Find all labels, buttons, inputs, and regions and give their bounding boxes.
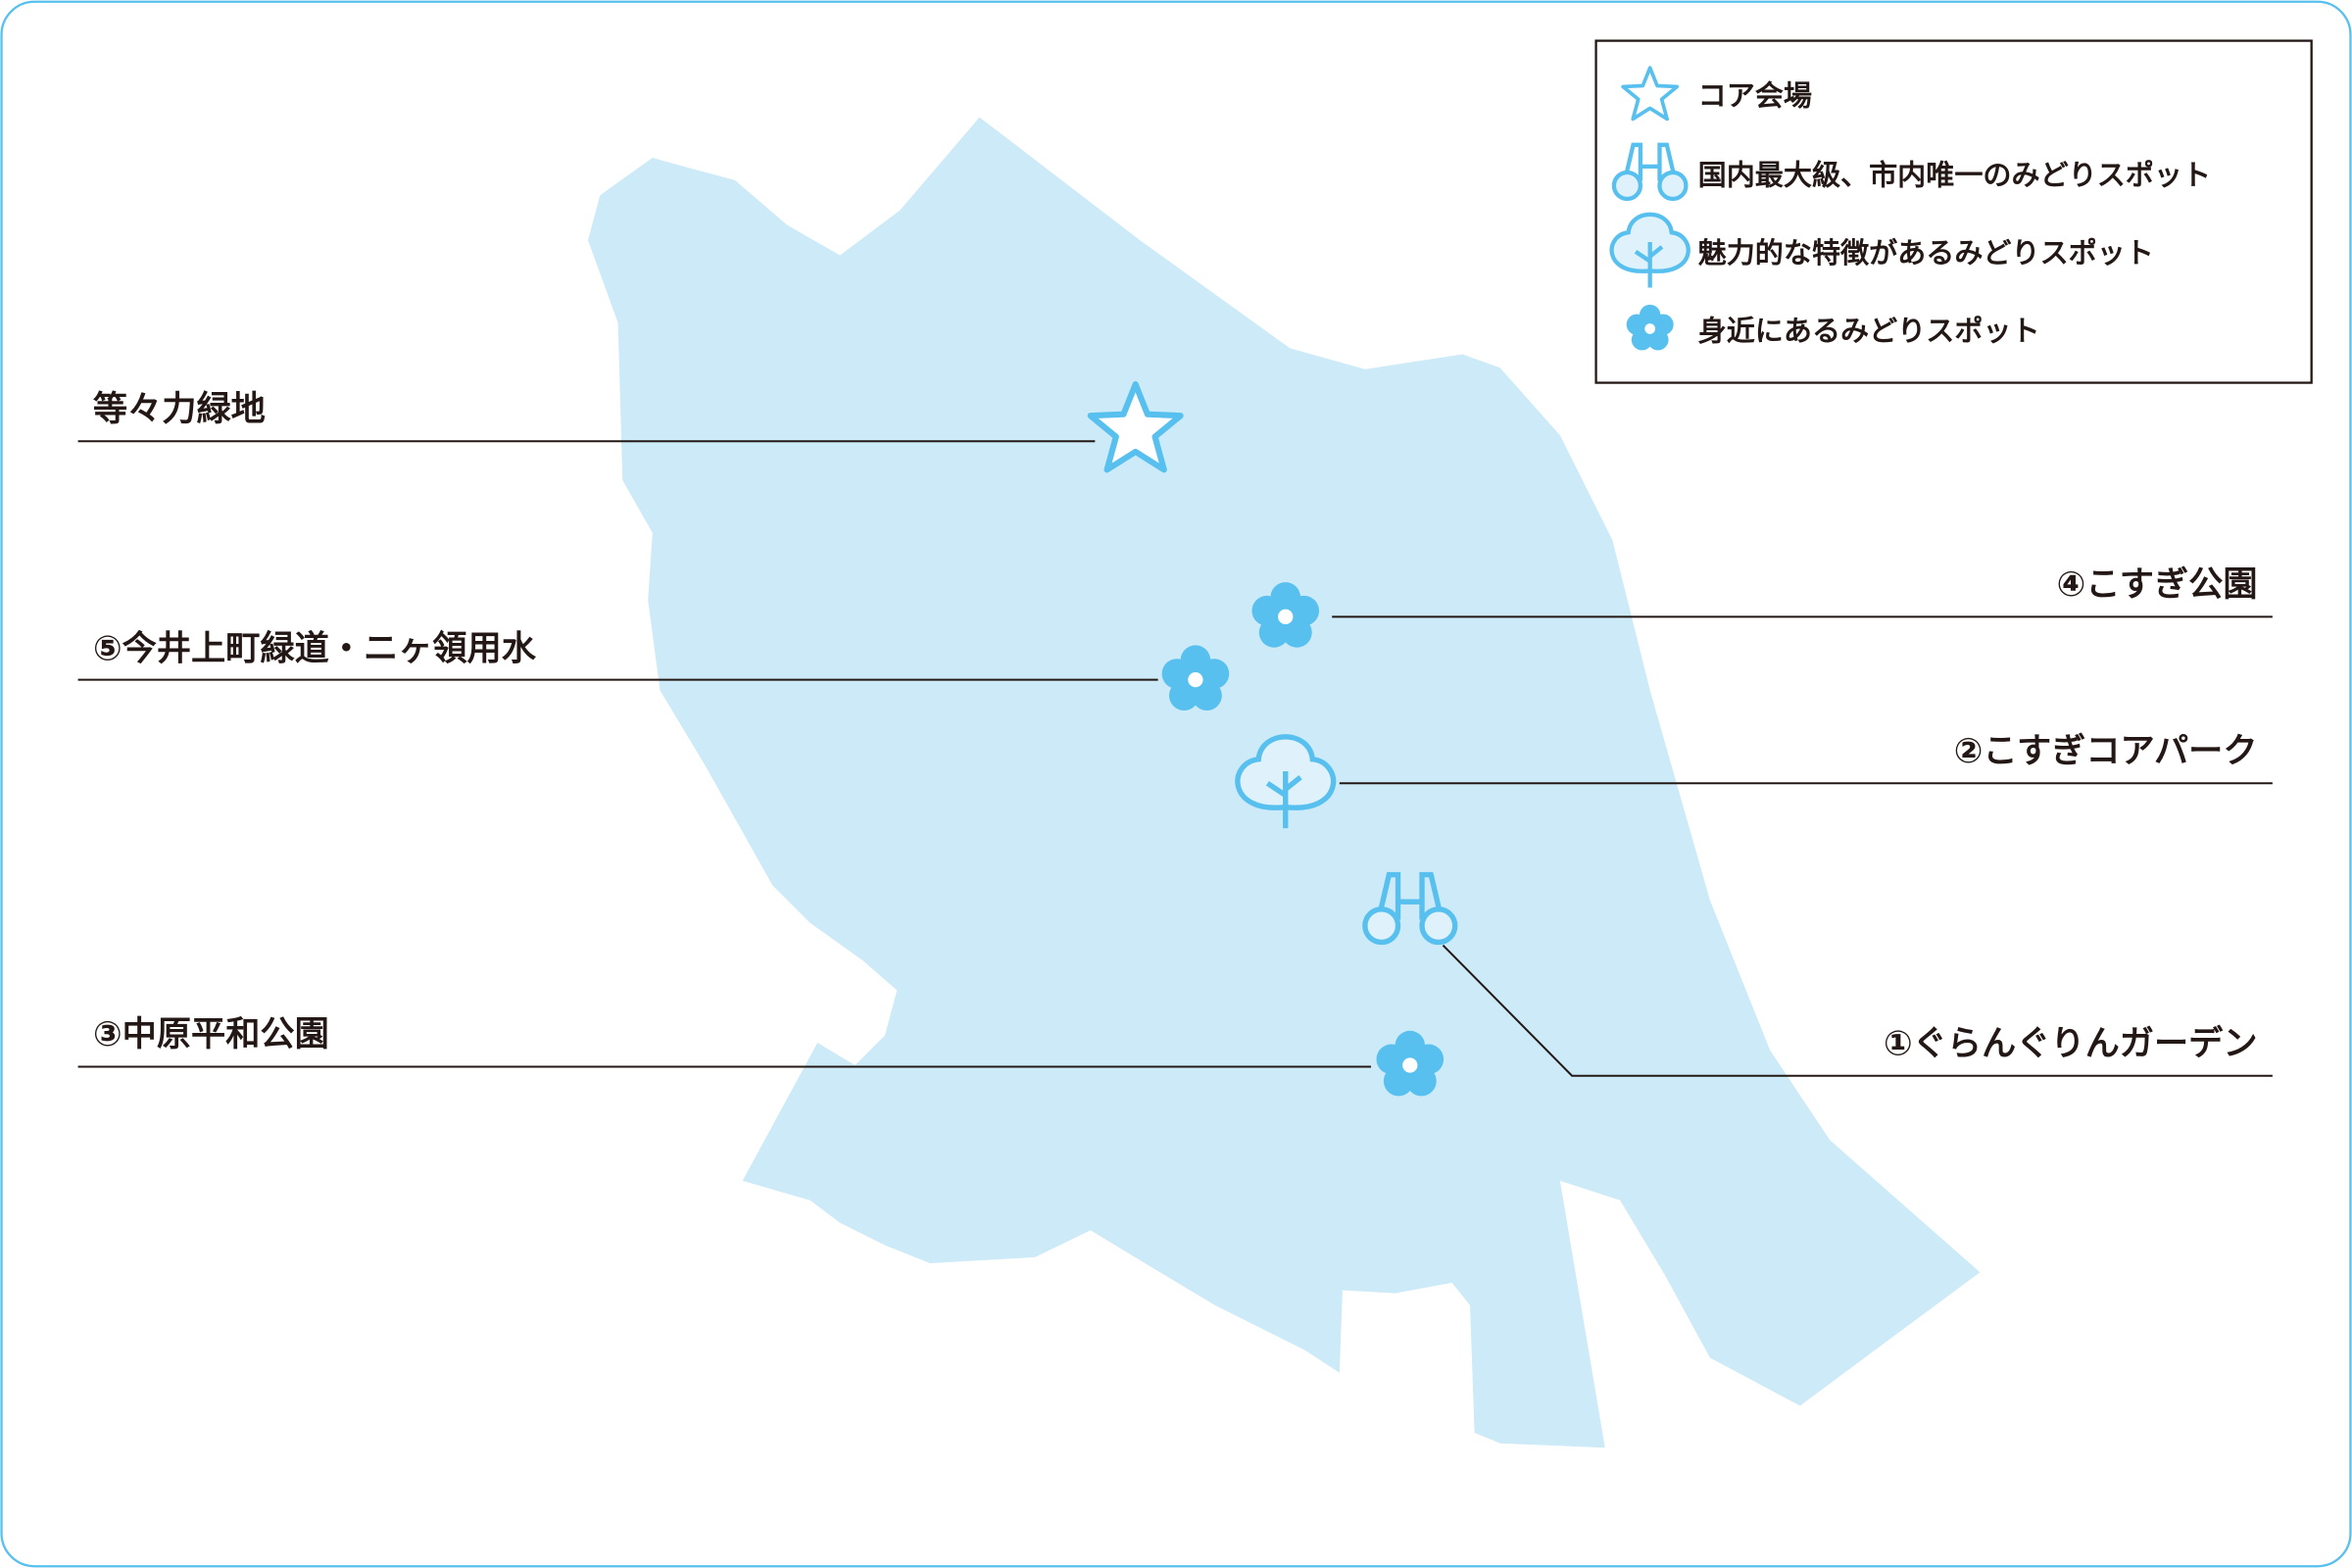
legend-label: コア会場	[1698, 78, 1812, 112]
place-label-todoroki: 等々力緑地	[93, 389, 266, 429]
place-label-kosugi-park: ④こすぎ公園	[2057, 564, 2258, 605]
place-label-nakahara-heiwa: ③中原平和公園	[93, 1014, 329, 1054]
legend-label: 身近にあるみどりスポット	[1698, 315, 2040, 348]
leader-lines	[77, 440, 2273, 1077]
legend-label: 国内最大級、市内唯一のみどりスポット	[1698, 159, 2211, 192]
place-label-grand-green-garden: ①ぐらんぐりんガーデン	[1884, 1023, 2258, 1063]
place-label-imai: ⑤今井上町緑道・ニヶ領用水	[93, 629, 537, 669]
legend: コア会場 国内最大級、市内唯一のみどりスポット 魅力的な特徴があるみどりスポット…	[1594, 39, 2313, 384]
legend-label: 魅力的な特徴があるみどりスポット	[1698, 236, 2154, 270]
place-label-kosugi-core-park: ②こすぎコアパーク	[1954, 731, 2258, 771]
